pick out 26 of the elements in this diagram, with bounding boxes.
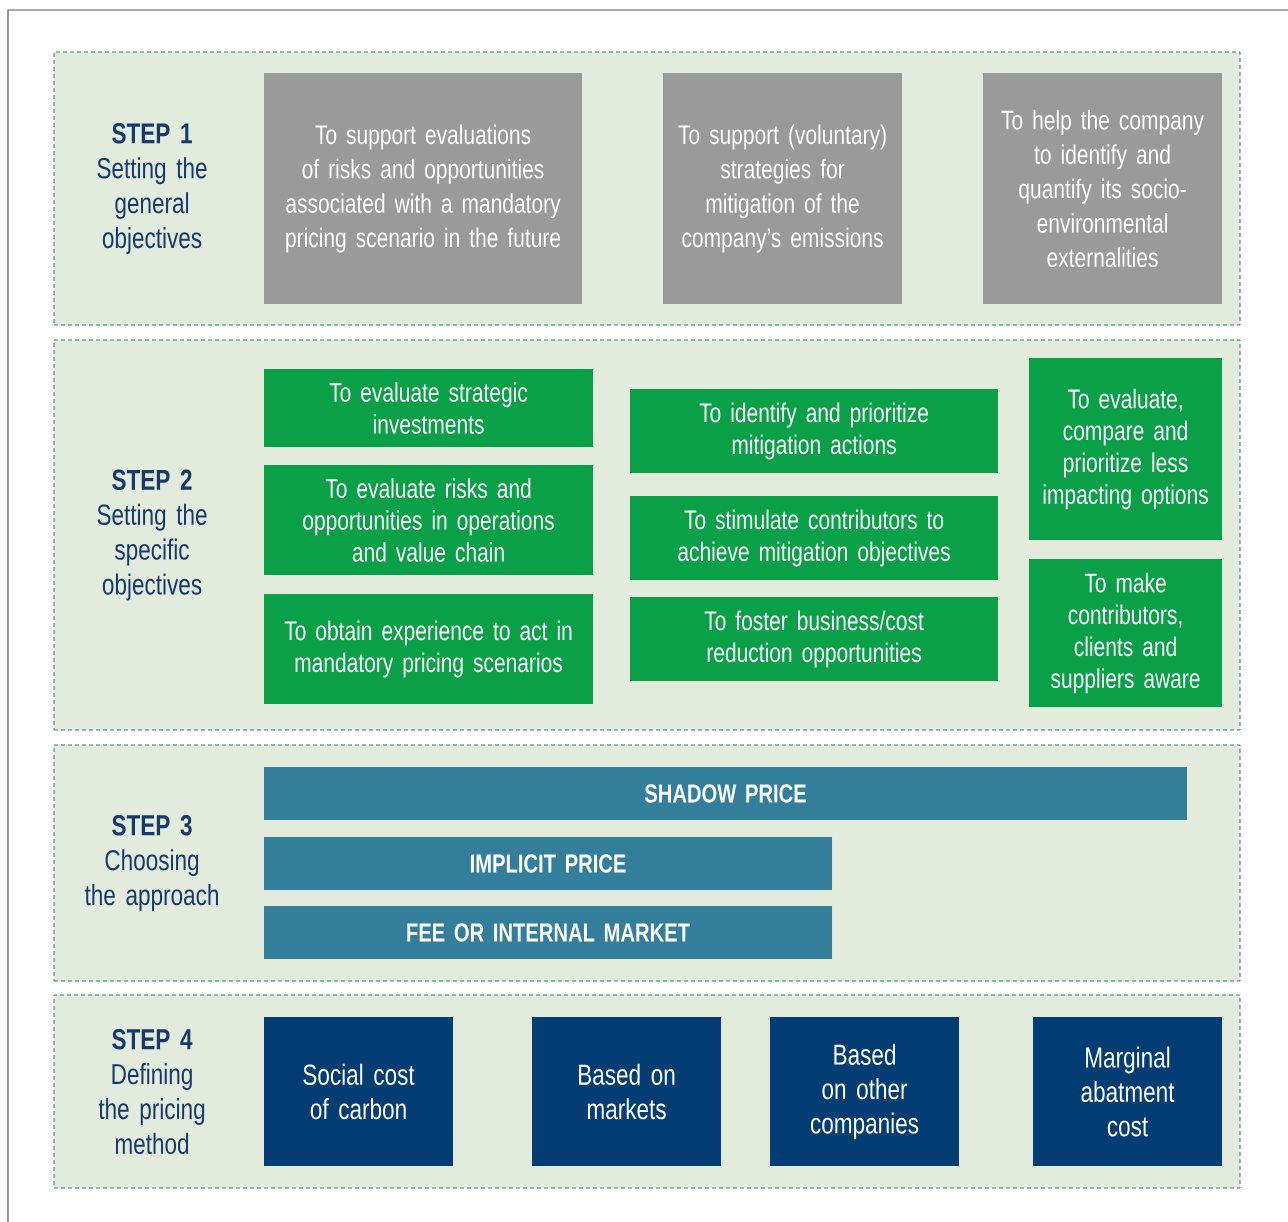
approach-bar: FEE OR INTERNAL MARKET (264, 906, 832, 959)
step-title: Setting the general objectives (97, 157, 207, 254)
objective-box: To support evaluations of risks and opportunities associated with a mandatory pricing scenario in the future (264, 73, 582, 304)
objective-box: To foster business/cost reduction opportunities (630, 597, 998, 681)
objective-box: To help the company to identify and quantify its socio-environmental externalities (983, 73, 1222, 304)
objective-box: To evaluate strategic investments (264, 369, 593, 447)
step-number: STEP 4 (112, 1029, 193, 1050)
objective-box: To make contributors, clients and suppliers aware (1029, 559, 1222, 707)
approach-bar: IMPLICIT PRICE (264, 837, 832, 890)
objective-box: To evaluate risks and opportunities in operations and value chain (264, 465, 593, 575)
method-box: Based on markets (532, 1017, 721, 1166)
objective-box: To identify and prioritize mitigation actions (630, 389, 998, 473)
objective-box: To evaluate, compare and prioritize less impacting options (1029, 358, 1222, 540)
step-number: STEP 2 (112, 469, 192, 491)
method-box: Marginal abatment cost (1033, 1017, 1222, 1166)
approach-bar: SHADOW PRICE (264, 767, 1187, 820)
step-title: Choosing the approach (84, 849, 218, 911)
step-title: Defining the pricing method (98, 1063, 205, 1155)
step-number: STEP 3 (112, 815, 192, 836)
method-box: Social cost of carbon (264, 1017, 453, 1166)
objective-box: To support (voluntary) strategies for mitigation of the company’s emissions (663, 73, 902, 304)
objective-box: To stimulate contributors to achieve mitigation objectives (630, 496, 998, 580)
step-number: STEP 1 (112, 123, 192, 144)
objective-box: To obtain experience to act in mandatory pricing scenarios (264, 594, 593, 704)
method-box: Based on other companies (770, 1017, 959, 1166)
step-title: Setting the specific objectives (97, 503, 207, 601)
